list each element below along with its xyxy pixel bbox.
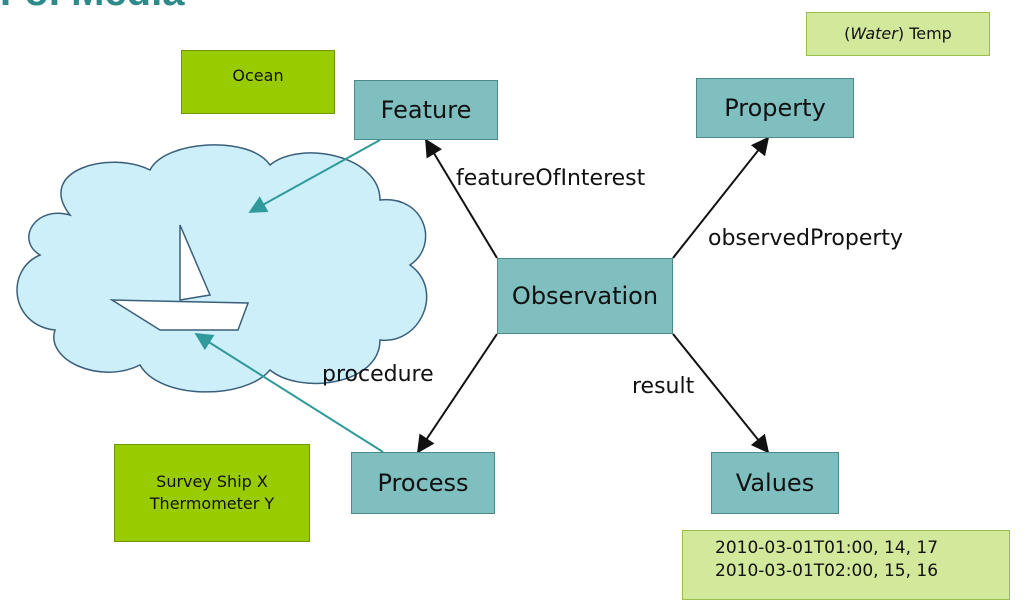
box-property: Property bbox=[696, 78, 854, 138]
label-result: result bbox=[632, 374, 695, 399]
note-water-temp-suffix: Temp bbox=[909, 24, 952, 44]
label-observed-property: observedProperty bbox=[708, 226, 904, 251]
arrow-procedure bbox=[416, 333, 498, 454]
note-values-data: 2010-03-01T01:00, 14, 17 2010-03-01T02:0… bbox=[682, 530, 1010, 600]
arrow-observed-property bbox=[672, 136, 770, 259]
arrow-process-to-boat bbox=[194, 333, 384, 453]
arrow-feature-to-cloud bbox=[248, 139, 381, 213]
label-procedure: procedure bbox=[322, 362, 434, 387]
diagram-canvas: FoI Media Ocean (Wat bbox=[0, 0, 1010, 600]
note-survey-ship-line: Survey Ship X bbox=[156, 472, 268, 492]
box-feature: Feature bbox=[354, 80, 498, 140]
page-title: FoI Media bbox=[0, 0, 184, 15]
diagram-graphics bbox=[16, 136, 770, 454]
sailboat-icon bbox=[109, 224, 250, 331]
arrow-result bbox=[672, 333, 770, 454]
arrow-feature-of-interest bbox=[425, 138, 498, 259]
note-water-temp-text: (Water) Temp bbox=[844, 24, 952, 44]
box-process: Process bbox=[351, 452, 495, 514]
note-ocean-text: Ocean bbox=[232, 66, 284, 86]
cloud-shape bbox=[16, 144, 428, 393]
values-row: 2010-03-01T02:00, 15, 16 bbox=[715, 560, 939, 581]
note-water-temp-italic: Water bbox=[850, 24, 898, 44]
note-thermometer-line: Thermometer Y bbox=[149, 494, 275, 513]
box-values: Values bbox=[711, 452, 839, 514]
box-observation: Observation bbox=[497, 258, 673, 334]
values-row: 2010-03-01T01:00, 14, 17 bbox=[715, 538, 939, 558]
label-feature-of-interest: featureOfInterest bbox=[456, 166, 646, 191]
note-survey-ship: Survey Ship X Thermometer Y bbox=[114, 444, 310, 542]
note-ocean: Ocean bbox=[181, 50, 335, 114]
note-water-temp: (Water) Temp bbox=[806, 12, 990, 56]
